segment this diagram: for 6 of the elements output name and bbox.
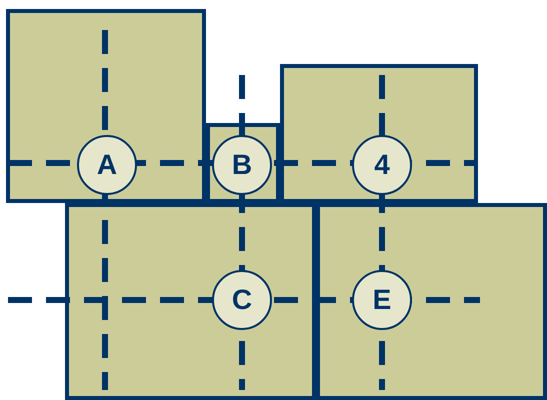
tile-rectangle <box>6 9 206 203</box>
label-circle: 4 <box>352 135 412 195</box>
label-circle: A <box>77 135 137 195</box>
label-circle: C <box>212 270 272 330</box>
label-circle: E <box>352 270 412 330</box>
label-circle: B <box>212 135 272 195</box>
